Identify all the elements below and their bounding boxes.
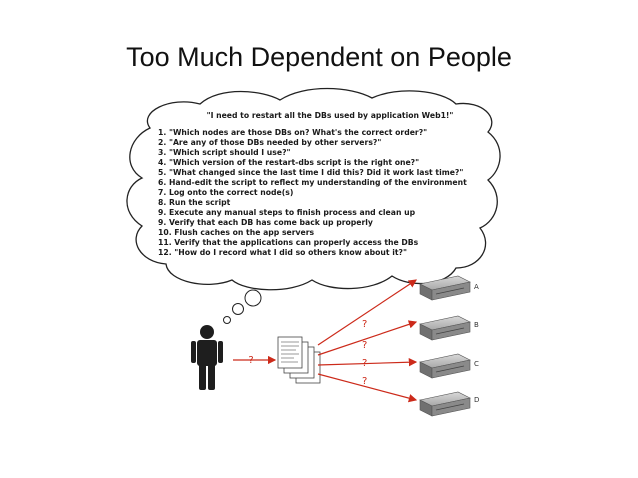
person-icon [191,325,223,390]
task-item: 7. Log onto the correct node(s) [158,188,294,197]
task-item: 10. Flush caches on the app servers [158,228,315,237]
task-item: 9. Execute any manual steps to finish pr… [158,208,416,217]
task-item: 1. "Which nodes are those DBs on? What's… [158,128,428,137]
task-list: 1. "Which nodes are those DBs on? What's… [158,128,488,258]
task-item: 4. "Which version of the restart-dbs scr… [158,158,420,167]
task-item: 11. Verify that the applications can pro… [158,238,419,247]
arrow-to-server-b [317,320,418,356]
thought-bubble-small [223,316,231,324]
server-b [419,315,471,341]
server-d [419,391,471,417]
task-item: 6. Hand-edit the script to reflect my un… [158,178,467,187]
arrow-label-d: ? [362,376,367,387]
thought-bubble-text: "I need to restart all the DBs used by a… [158,111,488,258]
arrow-label-b: ? [362,340,367,351]
script-documents-icon [277,336,321,384]
slide-title: Too Much Dependent on People [126,42,512,72]
task-item: 8. Run the script [158,198,231,207]
task-item: 5. "What changed since the last time I d… [158,168,464,177]
server-label-d: D [474,396,479,404]
person-to-docs-label: ? [248,355,253,366]
thought-bubble-large [244,289,262,307]
server-label-b: B [474,321,479,329]
arrow-to-server-d [317,373,418,403]
arrow-label-c: ? [362,358,367,369]
arrow-to-server-a [317,279,418,346]
thought-quote: "I need to restart all the DBs used by a… [206,111,454,120]
server-c [419,353,471,379]
task-item: 3. "Which script should I use?" [158,148,291,157]
arrow-to-server-c [317,358,418,367]
server-label-c: C [474,360,479,368]
task-item: 9. Verify that each DB has come back up … [158,218,373,227]
thought-cloud [126,87,501,291]
task-item: 12. "How do I record what I did so other… [158,248,408,257]
server-a [419,275,471,301]
arrow-label-a: ? [362,319,367,330]
task-item: 2. "Are any of those DBs needed by other… [158,138,382,147]
server-label-a: A [474,283,479,291]
thought-bubble-medium [232,303,244,315]
